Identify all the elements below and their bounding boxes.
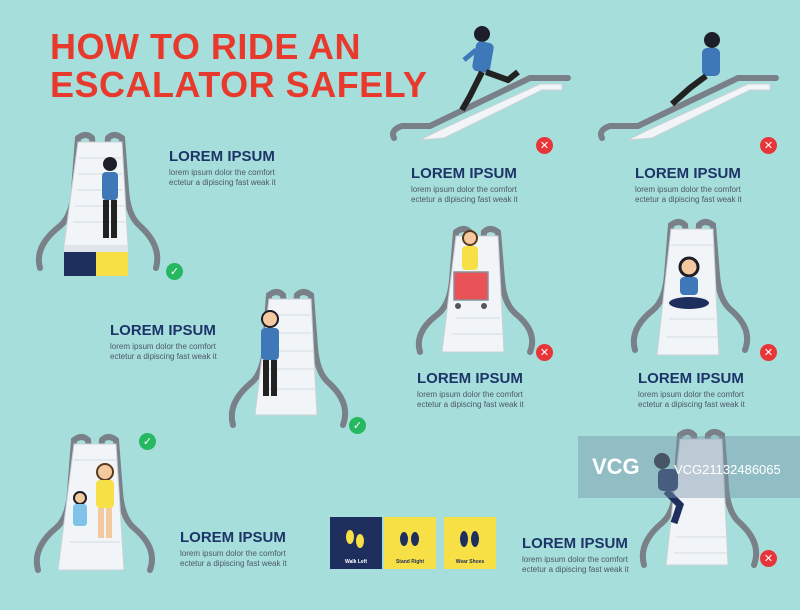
section-no-sitting: LOREM IPSUM lorem ipsum dolor the comfor… xyxy=(635,166,800,205)
page-title: HOW TO RIDE AN ESCALATOR SAFELY xyxy=(50,28,427,104)
escalator-side-sitting xyxy=(598,32,779,141)
person-running xyxy=(459,26,520,112)
stand-right-sticker: Stand Right xyxy=(384,517,436,569)
title-line-2: ESCALATOR SAFELY xyxy=(50,64,428,105)
section-hold-hands: LOREM IPSUM lorem ipsum dolor the comfor… xyxy=(180,530,380,569)
escalator-front-sitting-person xyxy=(630,219,751,356)
section-no-running: LOREM IPSUM lorem ipsum dolor the comfor… xyxy=(411,166,611,205)
cross-circle-icon: ✕ xyxy=(760,137,777,154)
person-with-cart xyxy=(453,230,489,309)
escalator-front-parent-child xyxy=(33,434,155,573)
walk-left-sticker: Walk Left xyxy=(330,517,382,569)
section-heading: LOREM IPSUM xyxy=(638,370,744,387)
section-heading: LOREM IPSUM xyxy=(169,148,275,165)
section-body-line-1: lorem ipsum dolor the comfort xyxy=(522,555,628,564)
section-body-line-2: ectetur a dipiscing fast weak it xyxy=(638,400,745,409)
section-stand-right: LOREM IPSUM lorem ipsum dolor the comfor… xyxy=(169,149,369,188)
cross-circle-icon: ✕ xyxy=(536,344,553,361)
section-body-line-2: ectetur a dipiscing fast weak it xyxy=(635,195,742,204)
cross-circle-icon: ✕ xyxy=(536,137,553,154)
section-heading: LOREM IPSUM xyxy=(180,529,286,546)
person-sitting-cross-legged xyxy=(669,256,709,309)
section-no-sitting-steps: LOREM IPSUM lorem ipsum dolor the comfor… xyxy=(638,371,800,410)
section-body-line-1: lorem ipsum dolor the comfort xyxy=(180,549,286,558)
section-heading: LOREM IPSUM xyxy=(635,165,741,182)
person-sitting xyxy=(670,32,720,107)
section-body-line-1: lorem ipsum dolor the comfort xyxy=(638,390,744,399)
section-body-line-2: ectetur a dipiscing fast weak it xyxy=(180,559,287,568)
person-standing-front xyxy=(261,310,279,396)
cross-circle-icon: ✕ xyxy=(760,550,777,567)
section-heading: LOREM IPSUM xyxy=(522,535,628,552)
watermark: VCG VCG21132486065 xyxy=(578,436,800,498)
section-heading: LOREM IPSUM xyxy=(411,165,517,182)
section-heading: LOREM IPSUM xyxy=(110,322,216,339)
title-line-1: HOW TO RIDE AN xyxy=(50,26,361,67)
section-no-crouching: LOREM IPSUM lorem ipsum dolor the comfor… xyxy=(522,536,722,575)
escalator-side-running xyxy=(390,26,571,141)
escalator-front-stand-right xyxy=(36,132,161,276)
walk-left-label: Walk Left xyxy=(344,559,368,565)
section-body-line-1: lorem ipsum dolor the comfort xyxy=(417,390,523,399)
person-crouching xyxy=(654,453,685,525)
check-circle-icon: ✓ xyxy=(139,433,156,450)
footprint-icon xyxy=(400,532,419,546)
section-body-line-2: ectetur a dipiscing fast weak it xyxy=(417,400,524,409)
wear-shoes-label: Wear Shoes xyxy=(455,559,485,565)
check-circle-icon: ✓ xyxy=(166,263,183,280)
section-no-carts: LOREM IPSUM lorem ipsum dolor the comfor… xyxy=(417,371,617,410)
section-hold-handrail: LOREM IPSUM lorem ipsum dolor the comfor… xyxy=(110,323,310,362)
check-circle-icon: ✓ xyxy=(349,417,366,434)
section-heading: LOREM IPSUM xyxy=(417,370,523,387)
shoe-icon xyxy=(460,531,479,547)
section-body-line-1: lorem ipsum dolor the comfort xyxy=(411,185,517,194)
escalator-front-shopping-cart xyxy=(415,226,536,355)
watermark-id: VCG21132486065 xyxy=(674,462,781,477)
escalator-front-crouching-person xyxy=(639,429,760,568)
footprint-icon xyxy=(346,530,364,548)
parent-and-child xyxy=(73,463,114,538)
section-body-line-1: lorem ipsum dolor the comfort xyxy=(169,168,275,177)
section-body-line-2: ectetur a dipiscing fast weak it xyxy=(522,565,629,574)
person-back-view xyxy=(102,157,118,238)
section-body-line-1: lorem ipsum dolor the comfort xyxy=(635,185,741,194)
stand-right-label: Stand Right xyxy=(395,559,425,565)
section-body-line-2: ectetur a dipiscing fast weak it xyxy=(169,178,276,187)
escalator-front-hold-handrail xyxy=(228,289,349,428)
section-body-line-1: lorem ipsum dolor the comfort xyxy=(110,342,216,351)
cross-circle-icon: ✕ xyxy=(760,344,777,361)
watermark-logo: VCG xyxy=(592,454,640,479)
wear-shoes-sticker: Wear Shoes xyxy=(444,517,496,569)
section-body-line-2: ectetur a dipiscing fast weak it xyxy=(411,195,518,204)
section-body-line-2: ectetur a dipiscing fast weak it xyxy=(110,352,217,361)
